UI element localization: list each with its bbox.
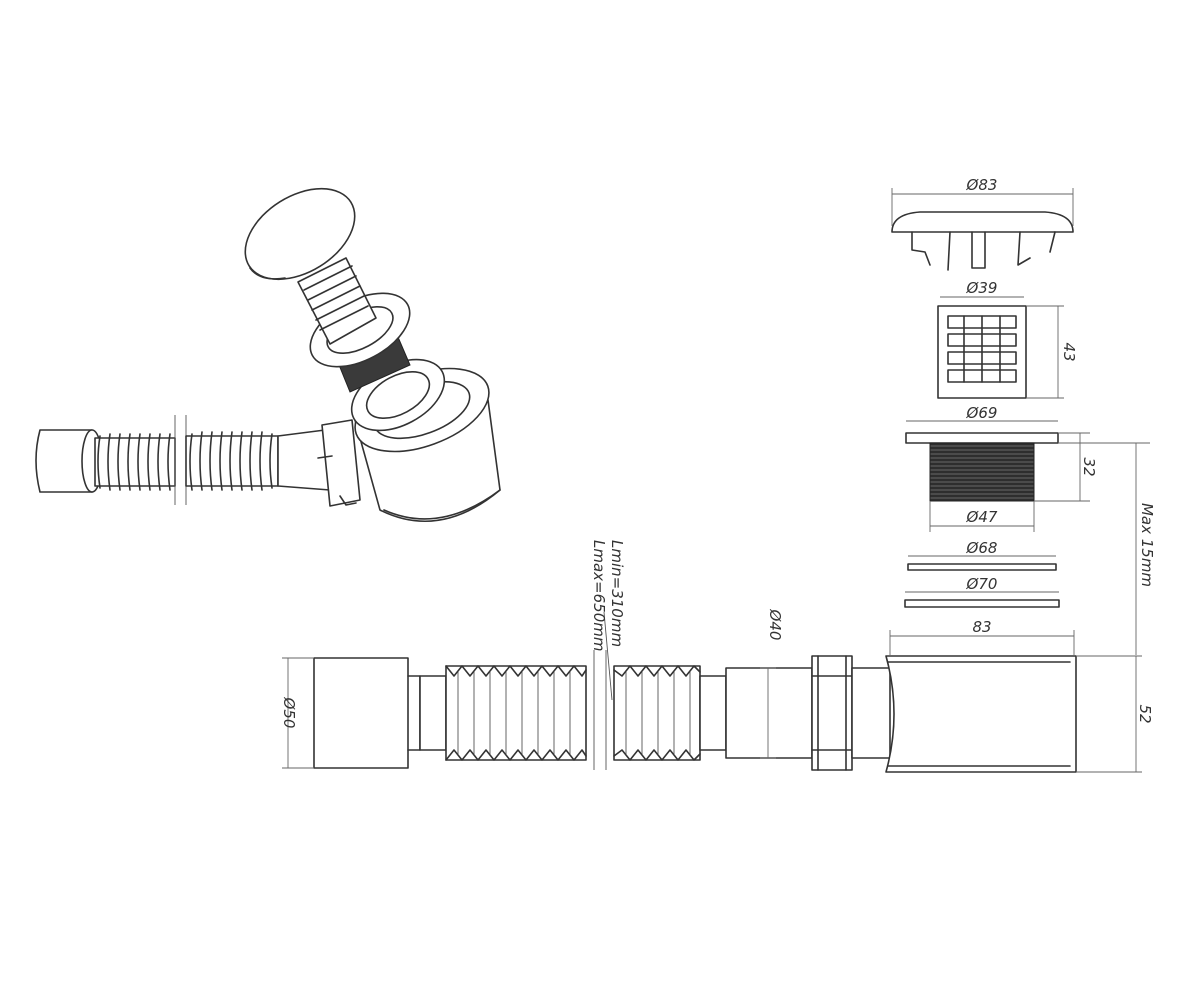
iso-cap (244, 187, 356, 281)
gasket-upper (907, 563, 1057, 571)
strainer-part (937, 305, 1027, 399)
dim-cap-diameter: Ø83 (966, 176, 998, 194)
dim-hose-length-min: Lmin=310mm (608, 540, 626, 647)
dim-gasket-upper: Ø68 (966, 539, 998, 557)
dim-flange-height: 32 (1080, 457, 1098, 476)
iso-outlet-pipe (277, 419, 361, 507)
dim-strainer-diameter: Ø39 (966, 279, 998, 297)
iso-strainer (297, 257, 377, 345)
union-nut (811, 655, 853, 771)
gasket-lower (904, 599, 1060, 608)
dim-strainer-height: 43 (1060, 342, 1078, 361)
dim-flange-diameter: Ø69 (966, 404, 998, 422)
trap-body (885, 655, 1077, 773)
exploded-view: Ø83 Ø39 43 Ø69 32 Ø47 (891, 176, 1156, 655)
dim-thread-diameter: Ø47 (966, 508, 998, 526)
side-elevation: Ø50 Lmin=310mm Lmax=650mm Ø40 (280, 540, 1154, 773)
hose-corrugated-right (613, 665, 727, 761)
flange-part (905, 432, 1059, 502)
iso-hose-right (185, 431, 279, 491)
cap-part (891, 211, 1074, 271)
dim-outlet-diameter: Ø40 (766, 609, 784, 641)
dim-body-height: 52 (1136, 704, 1154, 723)
dim-gasket-lower: Ø70 (966, 575, 998, 593)
hose-end (313, 657, 421, 769)
dim-hose-end-diameter: Ø50 (280, 697, 298, 729)
dim-max-thickness: Max 15mm (1138, 503, 1156, 587)
outlet-pipe (725, 667, 813, 759)
dim-hose-length-max: Lmax=650mm (590, 540, 608, 651)
hose-corrugated-left (419, 665, 587, 761)
iso-hose-end (35, 429, 103, 493)
iso-hose-left (94, 433, 176, 491)
dim-body-width: 83 (972, 618, 991, 636)
isometric-assembly (35, 187, 501, 522)
